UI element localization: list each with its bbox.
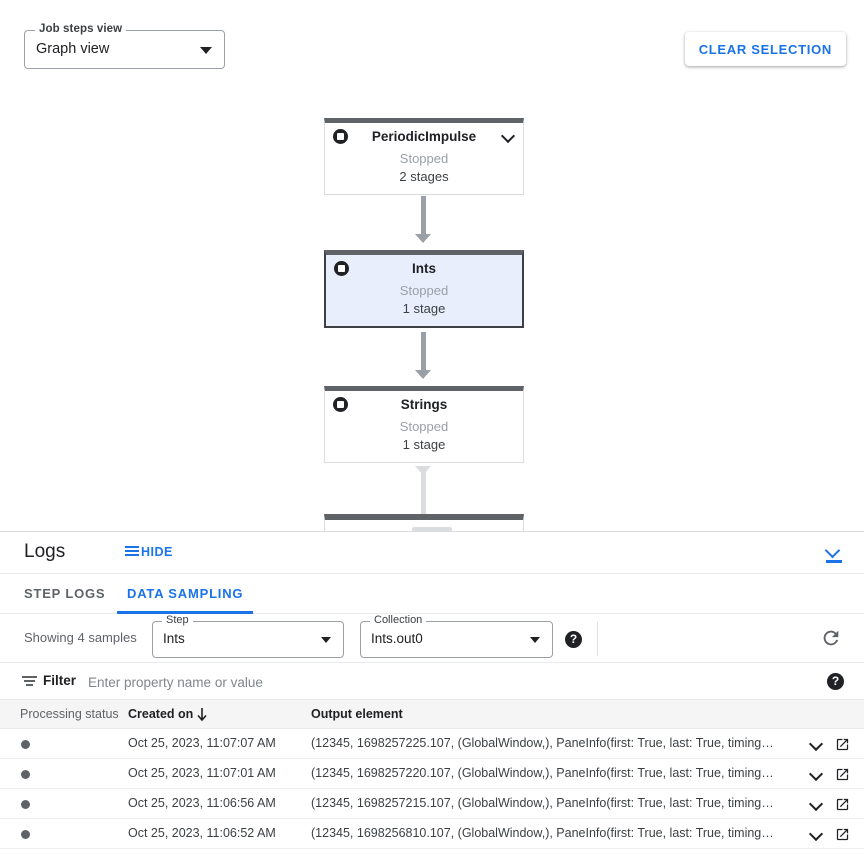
data-sampling-toolbar: Showing 4 samples Step Ints Collection I… xyxy=(0,614,864,663)
toolbar-divider xyxy=(597,622,598,656)
open-in-new-icon[interactable] xyxy=(835,737,850,752)
step-select[interactable]: Step Ints xyxy=(152,614,344,658)
collection-select-value: Ints.out0 xyxy=(371,631,423,646)
filter-help-icon[interactable]: ? xyxy=(827,673,844,690)
cell-created-on: Oct 25, 2023, 11:06:56 AM xyxy=(128,796,276,810)
graph-node-stages: 2 stages xyxy=(399,169,449,184)
graph-node-partial[interactable] xyxy=(324,514,524,531)
hide-logs-button[interactable]: HIDE xyxy=(125,545,173,559)
cell-output-element: (12345, 1698256810.107, (GlobalWindow,),… xyxy=(311,826,774,840)
graph-edge-2 xyxy=(421,332,426,372)
collection-select-label: Collection xyxy=(370,614,427,626)
cell-created-on: Oct 25, 2023, 11:07:07 AM xyxy=(128,736,276,750)
clear-selection-button[interactable]: CLEAR SELECTION xyxy=(684,32,846,66)
logs-tabs: STEP LOGS DATA SAMPLING xyxy=(0,574,864,614)
graph-node-ints[interactable]: Ints Stopped 1 stage xyxy=(324,250,524,328)
expand-row-chevron-down-icon[interactable] xyxy=(808,766,824,782)
filter-label: Filter xyxy=(43,673,77,688)
hide-logs-label: HIDE xyxy=(141,545,173,559)
open-in-new-icon[interactable] xyxy=(835,797,850,812)
graph-node-status: Stopped xyxy=(399,283,449,298)
open-in-new-icon[interactable] xyxy=(835,767,850,782)
samples-table-header: Processing status Created on Output elem… xyxy=(0,700,864,729)
job-graph-canvas[interactable]: Job steps view Graph view CLEAR SELECTIO… xyxy=(0,0,864,531)
chevron-down-icon xyxy=(530,637,540,643)
graph-node-title: Ints xyxy=(411,261,436,276)
refresh-icon xyxy=(823,630,839,646)
table-row[interactable]: Oct 25, 2023, 11:07:01 AM (12345, 169825… xyxy=(0,759,864,789)
expand-row-chevron-down-icon[interactable] xyxy=(808,736,824,752)
stop-icon xyxy=(333,397,348,412)
status-dot-icon xyxy=(21,770,30,779)
list-lines-icon xyxy=(125,546,139,558)
column-header-processing-status[interactable]: Processing status xyxy=(20,707,119,721)
logs-title: Logs xyxy=(24,541,66,562)
graph-edge-3 xyxy=(421,468,426,516)
graph-edge-arrow-3 xyxy=(415,466,431,475)
filter-input[interactable] xyxy=(86,672,786,692)
table-row[interactable]: Oct 25, 2023, 11:07:07 AM (12345, 169825… xyxy=(0,729,864,759)
graph-edge-arrow-1 xyxy=(415,234,431,243)
panel-resize-handle[interactable] xyxy=(412,527,452,532)
tab-step-logs[interactable]: STEP LOGS xyxy=(24,586,106,601)
expand-row-chevron-down-icon[interactable] xyxy=(808,826,824,842)
stop-icon xyxy=(334,261,349,276)
filter-icon xyxy=(22,676,37,687)
status-dot-icon xyxy=(21,740,30,749)
collection-help-icon[interactable]: ? xyxy=(565,631,582,648)
chevron-down-icon xyxy=(321,637,331,643)
step-select-label: Step xyxy=(162,614,193,626)
tab-data-sampling[interactable]: DATA SAMPLING xyxy=(117,574,254,614)
status-dot-icon xyxy=(21,830,30,839)
graph-node-status: Stopped xyxy=(399,151,449,166)
graph-node-title: Strings xyxy=(400,397,448,412)
cell-output-element: (12345, 1698257220.107, (GlobalWindow,),… xyxy=(311,766,774,780)
graph-node-stages: 1 stage xyxy=(402,437,446,452)
chevron-down-icon xyxy=(824,542,841,559)
sort-descending-icon[interactable] xyxy=(196,708,208,722)
graph-node-strings[interactable]: Strings Stopped 1 stage xyxy=(324,386,524,463)
graph-node-periodicimpulse[interactable]: PeriodicImpulse Stopped 2 stages xyxy=(324,118,524,195)
collection-select[interactable]: Collection Ints.out0 xyxy=(360,614,553,658)
graph-edge-arrow-2 xyxy=(415,370,431,379)
graph-node-stages: 1 stage xyxy=(402,301,446,316)
showing-samples-text: Showing 4 samples xyxy=(24,630,137,645)
job-steps-view-label: Job steps view xyxy=(35,23,127,35)
expand-row-chevron-down-icon[interactable] xyxy=(808,796,824,812)
graph-node-header: PeriodicImpulse xyxy=(325,123,523,150)
logs-header: Logs HIDE xyxy=(0,532,864,574)
chevron-down-icon xyxy=(200,47,212,54)
graph-node-status: Stopped xyxy=(399,419,449,434)
table-row[interactable]: Oct 25, 2023, 11:06:56 AM (12345, 169825… xyxy=(0,789,864,819)
stop-icon xyxy=(333,129,348,144)
job-steps-view-value: Graph view xyxy=(36,41,110,57)
table-row[interactable]: Oct 25, 2023, 11:06:52 AM (12345, 169825… xyxy=(0,819,864,849)
graph-node-title: PeriodicImpulse xyxy=(371,129,477,144)
cell-output-element: (12345, 1698257225.107, (GlobalWindow,),… xyxy=(311,736,774,750)
column-header-created-on[interactable]: Created on xyxy=(128,707,194,721)
job-steps-view-select[interactable]: Job steps view Graph view xyxy=(24,23,225,69)
cell-output-element: (12345, 1698257215.107, (GlobalWindow,),… xyxy=(311,796,774,810)
filter-bar: Filter ? xyxy=(0,663,864,700)
status-dot-icon xyxy=(21,800,30,809)
collapse-bar-icon xyxy=(826,560,842,563)
logs-panel: Logs HIDE STEP LOGS DATA SAMPLING Showin… xyxy=(0,527,864,856)
step-select-value: Ints xyxy=(163,631,185,646)
open-in-new-icon[interactable] xyxy=(835,827,850,842)
graph-node-header: Ints xyxy=(326,255,522,282)
graph-edge-1 xyxy=(421,196,426,236)
refresh-button[interactable] xyxy=(820,627,842,649)
cell-created-on: Oct 25, 2023, 11:07:01 AM xyxy=(128,766,276,780)
samples-table-body: Oct 25, 2023, 11:07:07 AM (12345, 169825… xyxy=(0,729,864,849)
column-header-output-element[interactable]: Output element xyxy=(311,707,403,721)
graph-node-header: Strings xyxy=(325,391,523,418)
cell-created-on: Oct 25, 2023, 11:06:52 AM xyxy=(128,826,276,840)
collapse-panel-button[interactable] xyxy=(822,542,846,566)
